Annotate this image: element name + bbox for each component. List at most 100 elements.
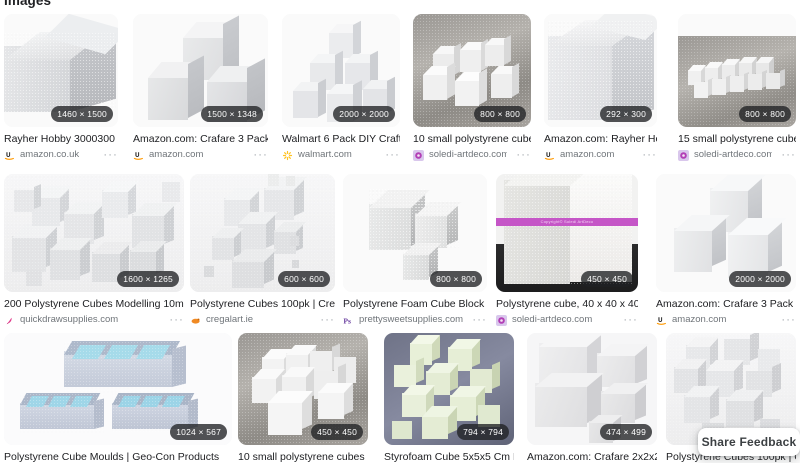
- amazon-icon: [544, 149, 555, 161]
- image-result-card[interactable]: 600 × 600 Polystyrene Cubes 100pk | Creg…: [190, 174, 335, 326]
- result-thumbnail[interactable]: 1460 × 1500: [4, 14, 118, 127]
- amazon-icon: [133, 149, 144, 161]
- result-thumbnail[interactable]: 2000 × 2000: [656, 174, 796, 292]
- image-dimensions-badge: 450 × 450: [581, 271, 633, 287]
- result-source: cregalart.ie ···: [190, 314, 335, 326]
- image-dimensions-badge: 800 × 800: [739, 106, 791, 122]
- result-thumbnail[interactable]: 800 × 800: [413, 14, 531, 127]
- result-thumbnail[interactable]: 2000 × 2000: [282, 14, 400, 127]
- image-result-card[interactable]: 1024 × 567 Polystyrene Cube Moulds | Geo…: [4, 333, 232, 463]
- result-source: amazon.com ···: [133, 149, 268, 161]
- image-result-card[interactable]: 474 × 499 Amazon.com: Crafare 2x2x2 Inc.…: [527, 333, 657, 463]
- image-result-card[interactable]: 800 × 800 15 small polystyrene cubes 5x.…: [678, 14, 796, 161]
- result-menu-button[interactable]: ···: [623, 314, 638, 326]
- result-domain[interactable]: prettysweetsupplies.com.au: [359, 314, 464, 325]
- result-title[interactable]: Polystyrene cube, 40 x 40 x 40 cm, h...: [496, 298, 638, 310]
- prettysweet-icon: Ps: [343, 314, 354, 326]
- result-menu-button[interactable]: ···: [781, 314, 796, 326]
- image-result-card[interactable]: 800 × 800 Polystyrene Foam Cube Block 1"…: [343, 174, 487, 326]
- image-result-card[interactable]: 800 × 800 10 small polystyrene cubes 6x.…: [413, 14, 531, 161]
- result-domain[interactable]: cregalart.ie: [206, 314, 253, 325]
- result-source: soledi-artdeco.com ···: [413, 149, 531, 161]
- image-result-card[interactable]: 1500 × 1348 Amazon.com: Crafare 3 Pack C…: [133, 14, 268, 161]
- result-source: quickdrawsupplies.com ···: [4, 314, 184, 326]
- result-domain[interactable]: soledi-artdeco.com: [512, 314, 593, 325]
- image-dimensions-badge: 1460 × 1500: [51, 106, 113, 122]
- result-title[interactable]: Polystyrene Cubes 100pk | Cregal Ar...: [190, 298, 335, 310]
- watermark-banner: Copyright© Soledi ArtDeco: [496, 218, 638, 226]
- result-domain[interactable]: soledi-artdeco.com: [694, 149, 773, 160]
- result-title[interactable]: Rayher Hobby 3000300 Poly...: [4, 133, 118, 145]
- result-title[interactable]: 200 Polystyrene Cubes Modelling 10mm 20m…: [4, 298, 184, 310]
- result-thumbnail[interactable]: 800 × 800: [678, 14, 796, 127]
- result-title[interactable]: Amazon.com: Crafare 3 Pack Craft...: [133, 133, 268, 145]
- image-dimensions-badge: 2000 × 2000: [333, 106, 395, 122]
- result-title[interactable]: Amazon.com: Crafare 2x2x2 Inc...: [527, 451, 657, 463]
- result-menu-button[interactable]: ···: [320, 314, 335, 326]
- result-title[interactable]: Amazon.com: Rayher Hobby ...: [544, 133, 657, 145]
- result-domain[interactable]: walmart.com: [298, 149, 352, 160]
- amazon-icon: [4, 149, 15, 161]
- image-result-card[interactable]: 794 × 794 Styrofoam Cube 5x5x5 Cm Polyst…: [384, 333, 514, 463]
- share-feedback-label: Share Feedback: [701, 435, 797, 449]
- image-dimensions-badge: 794 × 794: [457, 424, 509, 440]
- result-menu-button[interactable]: ···: [642, 149, 657, 161]
- result-source: amazon.com ···: [544, 149, 657, 161]
- image-dimensions-badge: 1024 × 567: [170, 424, 227, 440]
- watermark-text: Copyright© Soledi ArtDeco: [540, 219, 594, 224]
- soledi-icon: [413, 149, 424, 161]
- result-title[interactable]: 10 small polystyrene cubes 6x6 c...: [238, 451, 368, 463]
- image-result-card[interactable]: 2000 × 2000 Amazon.com: Crafare 3 Pack C…: [656, 174, 796, 326]
- result-domain[interactable]: quickdrawsupplies.com: [20, 314, 119, 325]
- result-domain[interactable]: soledi-artdeco.com: [429, 149, 508, 160]
- soledi-icon: [678, 149, 689, 161]
- result-thumbnail[interactable]: 800 × 800: [343, 174, 487, 292]
- result-thumbnail[interactable]: 450 × 450: [238, 333, 368, 445]
- result-thumbnail[interactable]: 1500 × 1348: [133, 14, 268, 127]
- result-thumbnail[interactable]: 474 × 499: [527, 333, 657, 445]
- result-source: soledi-artdeco.com ···: [496, 314, 638, 326]
- result-domain[interactable]: amazon.com: [560, 149, 615, 160]
- page-title: Images: [4, 0, 52, 8]
- result-menu-button[interactable]: ···: [781, 149, 796, 161]
- image-result-card[interactable]: 1460 × 1500 Rayher Hobby 3000300 Poly...…: [4, 14, 118, 161]
- result-domain[interactable]: amazon.com: [672, 314, 727, 325]
- result-source: amazon.com ···: [656, 314, 796, 326]
- image-result-card[interactable]: Copyright© Soledi ArtDeco 450 × 450 Poly…: [496, 174, 638, 326]
- result-source: Ps prettysweetsupplies.com.au ···: [343, 314, 487, 326]
- result-thumbnail[interactable]: 1600 × 1265: [4, 174, 184, 292]
- result-menu-button[interactable]: ···: [103, 149, 118, 161]
- result-thumbnail[interactable]: 794 × 794: [384, 333, 514, 445]
- result-title[interactable]: Styrofoam Cube 5x5x5 Cm Polyst...: [384, 451, 514, 463]
- result-menu-button[interactable]: ···: [253, 149, 268, 161]
- image-dimensions-badge: 450 × 450: [311, 424, 363, 440]
- image-result-card[interactable]: 2000 × 2000 Walmart 6 Pack DIY Craft Foa…: [282, 14, 400, 161]
- result-menu-button[interactable]: ···: [472, 314, 487, 326]
- result-title[interactable]: Polystyrene Cube Moulds | Geo-Con Produc…: [4, 451, 220, 463]
- image-result-card[interactable]: 292 × 300 Amazon.com: Rayher Hobby ... a…: [544, 14, 657, 161]
- result-domain[interactable]: amazon.com: [149, 149, 204, 160]
- result-title[interactable]: 15 small polystyrene cubes 5x...: [678, 133, 796, 145]
- result-source: walmart.com ···: [282, 149, 400, 161]
- amazon-icon: [656, 314, 667, 326]
- result-source: amazon.co.uk ···: [4, 149, 118, 161]
- result-menu-button[interactable]: ···: [516, 149, 531, 161]
- result-menu-button[interactable]: ···: [385, 149, 400, 161]
- result-source: soledi-artdeco.com ···: [678, 149, 796, 161]
- result-thumbnail[interactable]: 292 × 300: [544, 14, 657, 127]
- result-domain[interactable]: amazon.co.uk: [20, 149, 80, 160]
- result-menu-button[interactable]: ···: [169, 314, 184, 326]
- result-thumbnail[interactable]: 1024 × 567: [4, 333, 232, 445]
- soledi-icon: [496, 314, 507, 326]
- share-feedback-button[interactable]: Share Feedback: [698, 428, 800, 456]
- result-title[interactable]: Walmart 6 Pack DIY Craft Foa...: [282, 133, 400, 145]
- svg-text:Ps: Ps: [343, 316, 351, 325]
- result-title[interactable]: Amazon.com: Crafare 3 Pack Craft F...: [656, 298, 796, 310]
- result-thumbnail[interactable]: 600 × 600: [190, 174, 335, 292]
- image-result-card[interactable]: 1600 × 1265 200 Polystyrene Cubes Modell…: [4, 174, 184, 326]
- result-thumbnail[interactable]: Copyright© Soledi ArtDeco 450 × 450: [496, 174, 638, 292]
- result-title[interactable]: Polystyrene Foam Cube Block 1": [343, 298, 487, 310]
- image-result-card[interactable]: 450 × 450 10 small polystyrene cubes 6x6…: [238, 333, 368, 463]
- result-title[interactable]: 10 small polystyrene cubes 6x...: [413, 133, 531, 145]
- image-dimensions-badge: 1500 × 1348: [201, 106, 263, 122]
